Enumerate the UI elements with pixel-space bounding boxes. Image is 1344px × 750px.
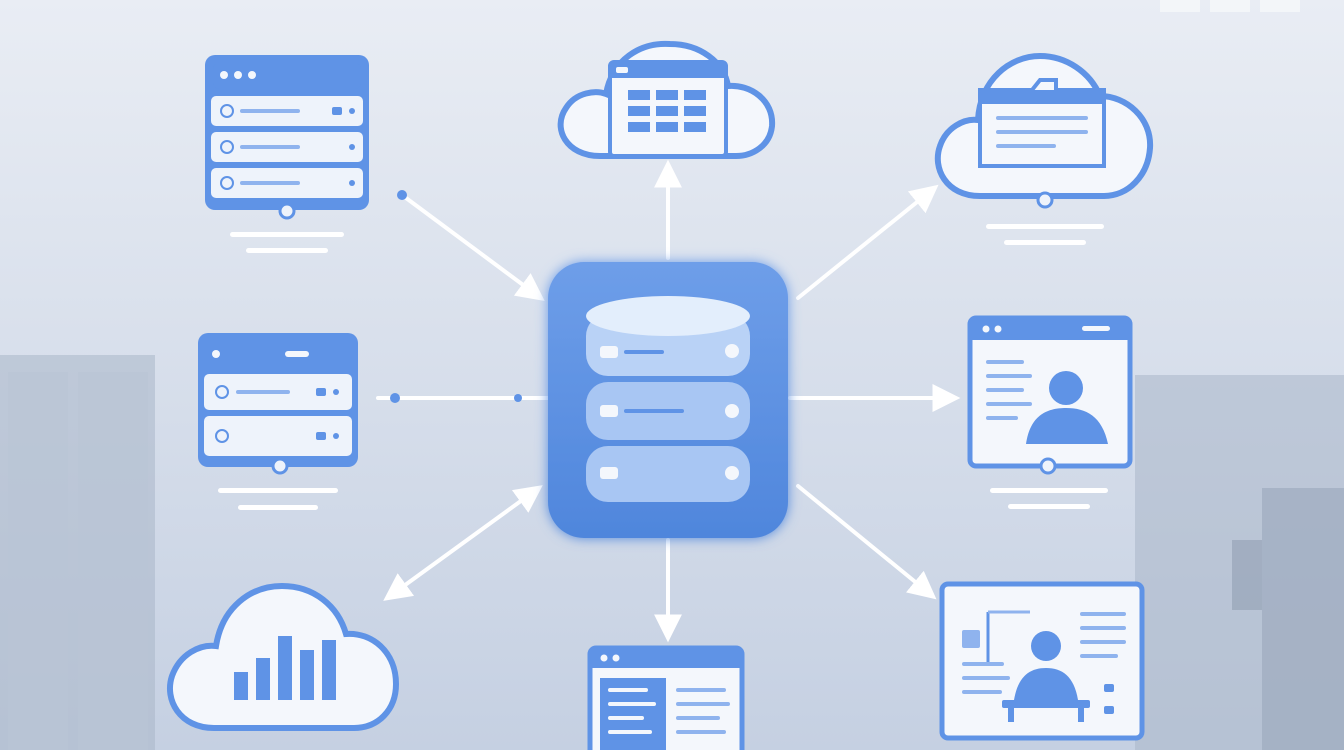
connection-dot-mid-inner <box>514 394 522 402</box>
connection-dot-mid-left <box>390 393 400 403</box>
connection-hub-to-cloud-folder <box>796 184 939 300</box>
presentation-icon <box>939 581 1145 741</box>
cloud-table-icon <box>557 40 776 159</box>
database-icon <box>548 262 788 538</box>
connection-hub-to-presentation <box>796 484 937 600</box>
connection-lines <box>376 159 961 643</box>
connection-server-top-to-hub <box>400 193 545 302</box>
connection-hub-to-cloud-chart <box>383 485 543 601</box>
cloud-chart-icon <box>167 582 400 731</box>
server-rack-top-left <box>205 55 369 253</box>
connection-dot-top-left <box>397 190 407 200</box>
cloud-folder-icon <box>934 52 1154 245</box>
server-rack-mid-left <box>198 333 358 510</box>
user-profile-icon <box>967 315 1133 509</box>
list-window-icon <box>587 645 745 750</box>
